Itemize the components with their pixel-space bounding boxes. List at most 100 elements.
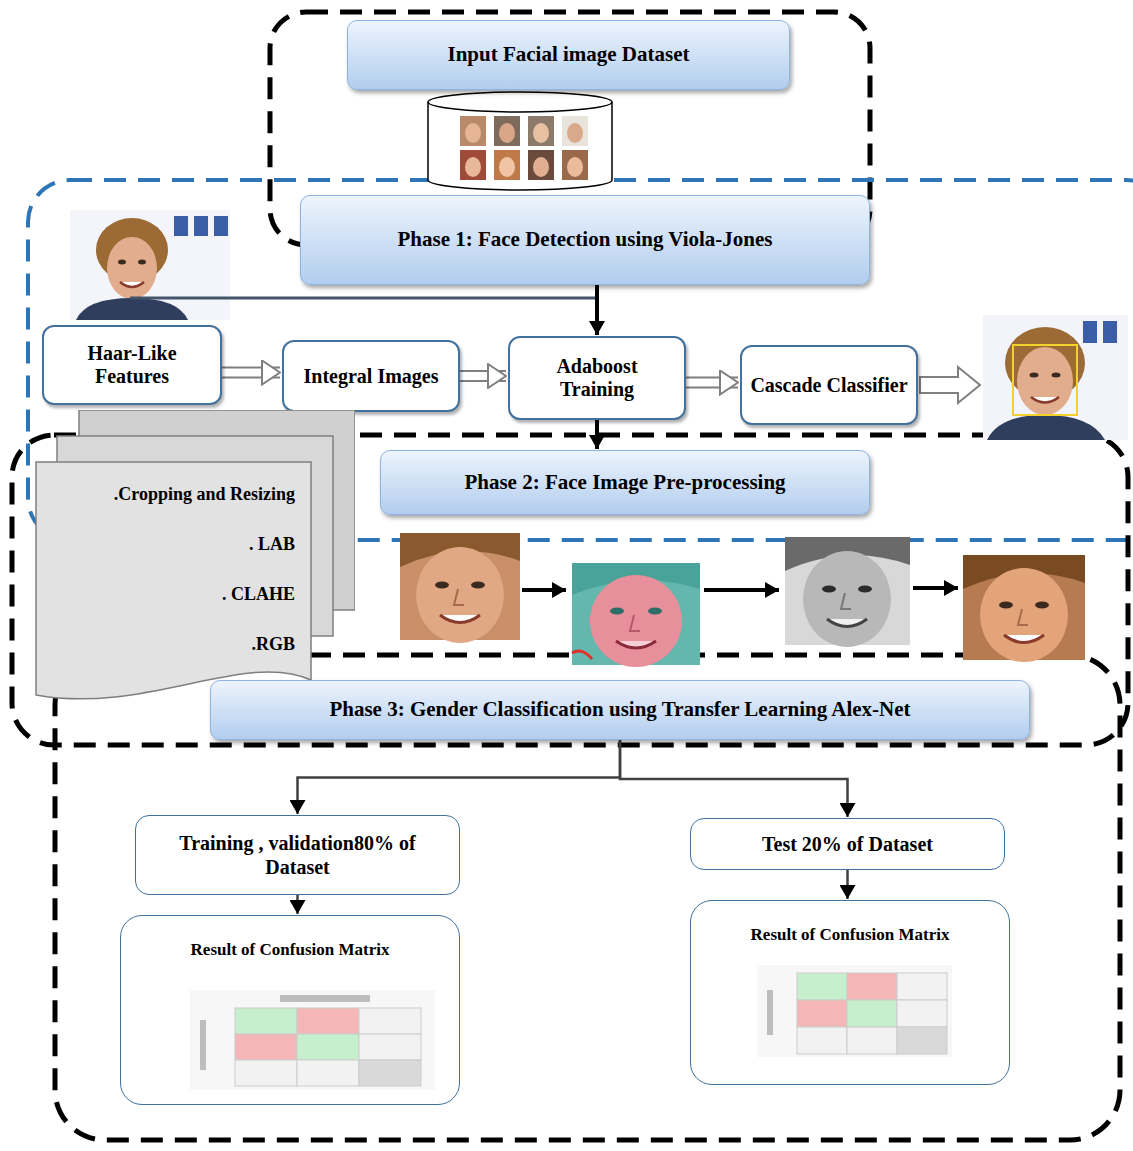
connector-path bbox=[460, 372, 506, 380]
face-thumbnail bbox=[460, 116, 486, 146]
confusion-matrix-image bbox=[359, 1060, 421, 1086]
connector-path bbox=[620, 740, 848, 817]
input-photo bbox=[174, 216, 228, 236]
connector-outline bbox=[222, 367, 280, 379]
lab-face bbox=[616, 641, 656, 648]
process-arrow bbox=[913, 586, 958, 590]
confusion-matrix-image bbox=[359, 1034, 421, 1060]
database-cylinder bbox=[428, 102, 612, 190]
dashed-region bbox=[12, 435, 1128, 745]
connector bbox=[222, 372, 280, 373]
face-thumbnail bbox=[528, 150, 554, 180]
detected-face-photo bbox=[1017, 347, 1073, 415]
database-cylinder bbox=[428, 92, 612, 190]
lab-face bbox=[590, 575, 682, 667]
confusion-matrix-image bbox=[797, 973, 847, 1000]
grayscale-face bbox=[827, 619, 867, 627]
phase-box: Phase 1: Face Detection using Viola-Jone… bbox=[300, 195, 870, 285]
confusion-matrix-image bbox=[797, 1027, 847, 1054]
rgb-face bbox=[980, 568, 1068, 662]
connector bbox=[297, 895, 298, 914]
confusion-matrix-image bbox=[297, 1034, 359, 1060]
detected-face-photo bbox=[1030, 373, 1039, 378]
input-photo bbox=[118, 260, 126, 265]
connector-outline bbox=[686, 377, 738, 389]
connector bbox=[298, 740, 621, 814]
face-thumbnail bbox=[460, 150, 486, 180]
cropped-face bbox=[471, 582, 485, 589]
input-photo bbox=[76, 298, 188, 320]
dashed-region bbox=[12, 12, 1133, 1140]
confusion-matrix-image bbox=[235, 1034, 297, 1060]
process-box: Haar-Like Features bbox=[42, 325, 222, 405]
detected-face-photo bbox=[983, 315, 1128, 440]
connector bbox=[620, 740, 848, 817]
confusion-matrix-image bbox=[847, 1000, 897, 1027]
detected-face-photo bbox=[1052, 373, 1061, 378]
confusion-matrix-image bbox=[897, 973, 947, 1000]
node-text: Input Facial image Dataset bbox=[447, 42, 689, 67]
detected-face-photo bbox=[1013, 345, 1077, 415]
detected-face-photo bbox=[1083, 321, 1117, 343]
face-thumbnail bbox=[567, 123, 583, 143]
database-cylinder bbox=[428, 92, 612, 112]
connector-path bbox=[222, 369, 280, 377]
input-photo bbox=[70, 210, 230, 320]
input-photo bbox=[70, 210, 230, 320]
process-box: Training , validation80% of Dataset bbox=[135, 815, 460, 895]
face-thumbnail bbox=[528, 116, 554, 146]
confusion-matrix-image bbox=[235, 1008, 297, 1034]
confusion-matrix-image bbox=[897, 1000, 947, 1027]
node-text: . CLAHE bbox=[35, 570, 295, 620]
grayscale-face bbox=[858, 586, 872, 593]
node-text: Result of Confusion Matrix bbox=[191, 940, 390, 960]
node-text: Training , validation80% of Dataset bbox=[146, 831, 449, 879]
rgb-face bbox=[1004, 635, 1044, 643]
cropped-face bbox=[435, 582, 449, 589]
grayscale-face bbox=[822, 586, 836, 593]
phase-box: Phase 2: Face Image Pre-processing bbox=[380, 450, 870, 515]
cropped-face bbox=[440, 615, 480, 623]
input-photo bbox=[120, 282, 144, 287]
document-page bbox=[36, 462, 311, 699]
cropped-face bbox=[416, 547, 504, 643]
phase-box: Phase 3: Gender Classification using Tra… bbox=[210, 680, 1030, 740]
lab-face bbox=[572, 651, 592, 659]
face-thumbnail bbox=[562, 116, 588, 146]
document-text: .Cropping and Resizing. LAB. CLAHE.RGB bbox=[35, 470, 295, 670]
node-text: .Cropping and Resizing bbox=[35, 470, 295, 520]
face-thumbnail bbox=[494, 116, 520, 146]
confusion-matrix-image bbox=[280, 995, 370, 1002]
node-text: Phase 2: Face Image Pre-processing bbox=[464, 470, 785, 495]
confusion-matrix-image bbox=[190, 990, 435, 1090]
confusion-matrix-image bbox=[797, 1000, 847, 1027]
lab-face bbox=[610, 608, 624, 615]
detected-face-photo bbox=[987, 415, 1105, 440]
connector bbox=[460, 376, 506, 377]
confusion-matrix-image bbox=[757, 965, 952, 1057]
detected-face-photo bbox=[983, 315, 1128, 440]
cropped-face bbox=[400, 533, 520, 643]
node-text: Test 20% of Dataset bbox=[762, 832, 933, 856]
connector bbox=[597, 285, 598, 335]
connector-path bbox=[595, 420, 599, 449]
result-box: Result of Confusion Matrix bbox=[690, 900, 1010, 1085]
confusion-matrix-image bbox=[235, 1060, 297, 1086]
lab-face bbox=[630, 615, 640, 631]
confusion-matrix-image bbox=[767, 990, 773, 1035]
dashed-region bbox=[28, 180, 1133, 540]
rgb-face bbox=[963, 555, 1085, 662]
connector bbox=[597, 420, 598, 449]
process-arrow bbox=[704, 588, 779, 592]
node-text: Haar-Like Features bbox=[52, 342, 212, 388]
face-thumbnail bbox=[533, 157, 549, 177]
grayscale-face bbox=[803, 551, 891, 647]
connector-outline bbox=[460, 370, 506, 382]
rgb-face bbox=[999, 602, 1013, 609]
node-text: .RGB bbox=[35, 620, 295, 670]
face-thumbnail bbox=[567, 157, 583, 177]
face-thumbnail bbox=[460, 116, 588, 180]
node-text: Phase 3: Gender Classification using Tra… bbox=[329, 697, 910, 722]
confusion-matrix-image bbox=[297, 1008, 359, 1034]
